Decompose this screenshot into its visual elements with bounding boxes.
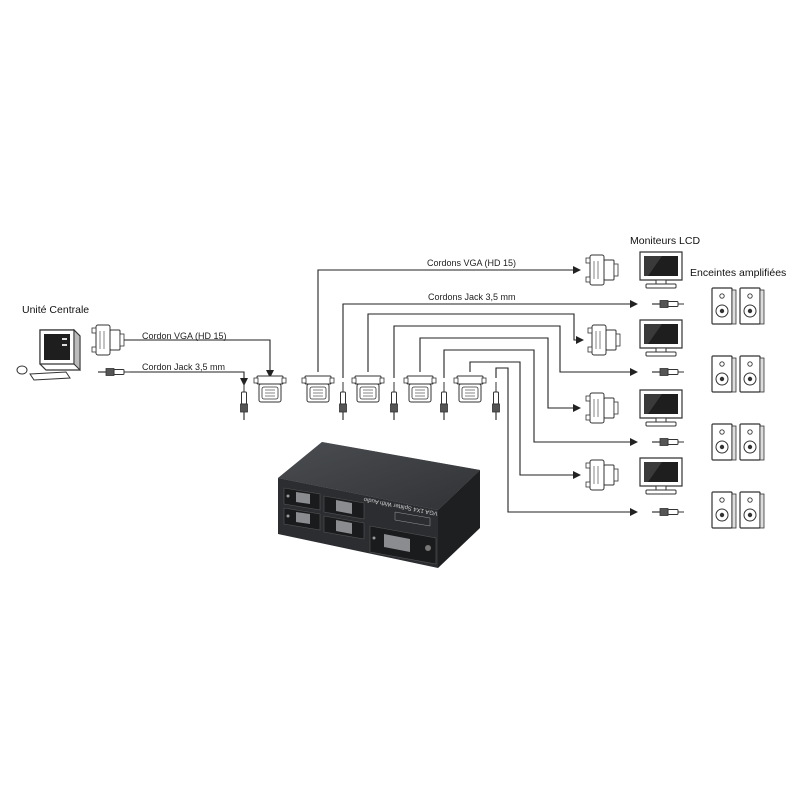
computer-label: Unité Centrale — [22, 304, 90, 316]
vga-splitter-device — [278, 442, 480, 568]
speaker-3-jack-plug-icon — [651, 437, 685, 447]
speaker-4-jack-plug-icon — [651, 507, 685, 517]
speaker-1-jack-plug-icon — [651, 299, 685, 309]
splitter-out1-jack-plug-icon — [338, 381, 348, 421]
splitter-input-vga-plug-icon — [253, 375, 287, 403]
splitter-out3-jack-plug-icon — [439, 381, 449, 421]
monitor-1-icon — [639, 251, 683, 289]
splitter-out2-jack-plug-icon — [389, 381, 399, 421]
speaker-pair-3-icon — [711, 423, 765, 461]
splitter-input-jack-plug-icon — [239, 381, 249, 421]
computer-icon — [16, 328, 81, 381]
monitor-1-vga-plug-icon — [585, 254, 619, 286]
speaker-pair-4-icon — [711, 491, 765, 529]
speaker-pair-1-icon — [711, 287, 765, 325]
speaker-2-jack-plug-icon — [651, 367, 685, 377]
speakers-label: Enceintes amplifiées — [690, 267, 787, 279]
monitor-3-icon — [639, 389, 683, 427]
splitter-out1-vga-plug-icon — [301, 375, 335, 403]
input-vga-cable-label: Cordon VGA (HD 15) — [142, 331, 227, 341]
input-jack-connector-icon — [97, 367, 131, 377]
output-jack-cables-label: Cordons Jack 3,5 mm — [428, 292, 516, 302]
monitor-3-vga-plug-icon — [585, 392, 619, 424]
monitor-4-vga-plug-icon — [585, 459, 619, 491]
splitter-out4-vga-plug-icon — [453, 375, 487, 403]
monitor-2-icon — [639, 319, 683, 357]
monitor-2-vga-plug-icon — [587, 324, 621, 356]
input-jack-cable-label: Cordon Jack 3,5 mm — [142, 362, 226, 372]
input-vga-connector-icon — [91, 324, 125, 356]
speaker-pair-2-icon — [711, 355, 765, 393]
splitter-out4-jack-plug-icon — [491, 381, 501, 421]
splitter-out3-vga-plug-icon — [403, 375, 437, 403]
splitter-out2-vga-plug-icon — [351, 375, 385, 403]
monitors-label: Moniteurs LCD — [630, 235, 701, 247]
output-vga-cables-label: Cordons VGA (HD 15) — [427, 258, 517, 268]
monitor-4-icon — [639, 457, 683, 495]
